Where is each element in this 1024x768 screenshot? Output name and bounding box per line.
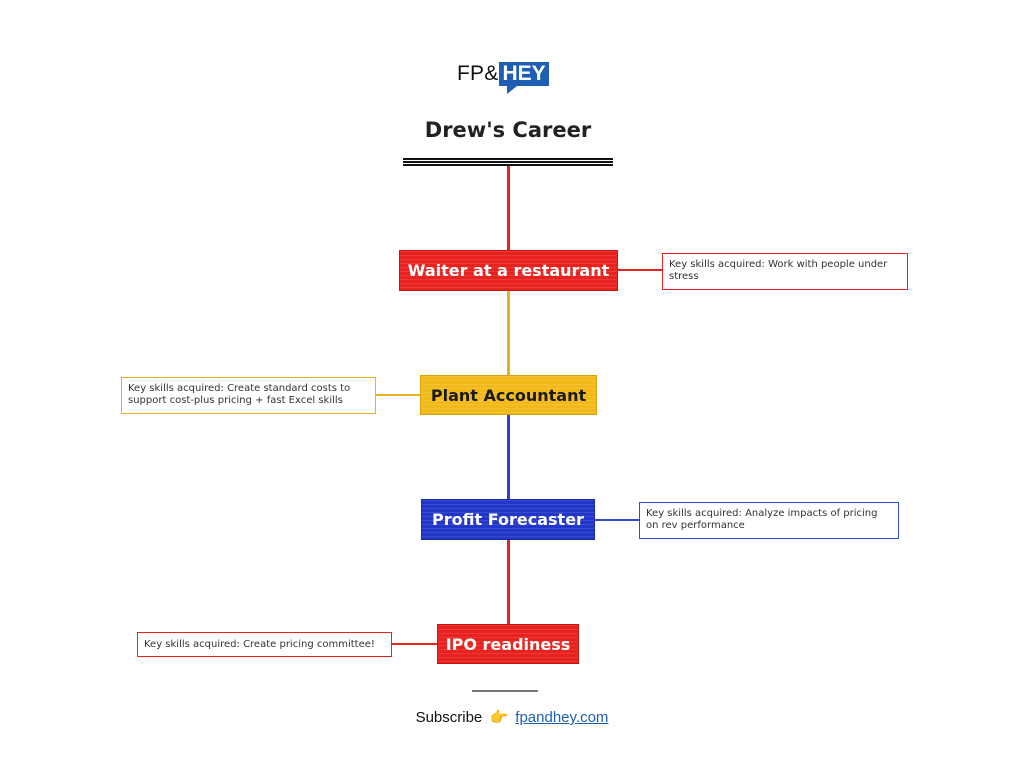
role-label: IPO readiness — [445, 634, 571, 654]
footer-divider — [472, 690, 538, 692]
role-label: Profit Forecaster — [432, 510, 584, 529]
connector-ipo-note — [392, 643, 437, 645]
speech-tail-icon — [507, 86, 518, 94]
connector-accountant-note — [376, 394, 420, 396]
logo-hey-badge: HEY — [499, 62, 549, 94]
skills-note-text: Key skills acquired: Create pricing comm… — [144, 639, 375, 650]
role-profit-forecaster: Profit Forecaster — [421, 499, 595, 540]
role-plant-accountant: Plant Accountant — [420, 375, 597, 415]
fpandhey-link[interactable]: fpandhey.com — [515, 709, 609, 726]
diagram-title: Drew's Career — [424, 118, 592, 142]
skills-note-text: Key skills acquired: Create standard cos… — [128, 383, 351, 406]
skills-note-plant-accountant: Key skills acquired: Create standard cos… — [121, 377, 376, 414]
skills-note-waiter: Key skills acquired: Work with people un… — [662, 253, 908, 290]
connector-forecaster-note — [595, 519, 639, 521]
connector-title-to-waiter — [507, 166, 510, 250]
role-waiter: Waiter at a restaurant — [399, 250, 618, 291]
connector-forecaster-to-ipo — [507, 540, 510, 624]
backhand-index-pointing-right-icon: 👉 — [489, 709, 509, 726]
skills-note-profit-forecaster: Key skills acquired: Analyze impacts of … — [639, 502, 899, 539]
connector-waiter-to-accountant — [507, 291, 510, 375]
skills-note-ipo-readiness: Key skills acquired: Create pricing comm… — [137, 632, 392, 657]
role-label: Plant Accountant — [430, 385, 587, 405]
logo-fp-text: FP& — [457, 62, 499, 85]
fpandhey-logo: FP& HEY — [457, 62, 549, 94]
skills-note-text: Key skills acquired: Analyze impacts of … — [646, 508, 878, 531]
subscribe-label: Subscribe — [415, 709, 483, 726]
connector-accountant-to-forecaster — [507, 415, 510, 500]
skills-note-text: Key skills acquired: Work with people un… — [669, 259, 888, 282]
role-label: Waiter at a restaurant — [407, 261, 610, 280]
logo-hey-text: HEY — [502, 62, 546, 85]
connector-waiter-note — [618, 269, 662, 271]
footer: Subscribe 👉 fpandhey.com — [0, 708, 1024, 726]
role-ipo-readiness: IPO readiness — [437, 624, 579, 664]
title-underline — [403, 158, 613, 167]
